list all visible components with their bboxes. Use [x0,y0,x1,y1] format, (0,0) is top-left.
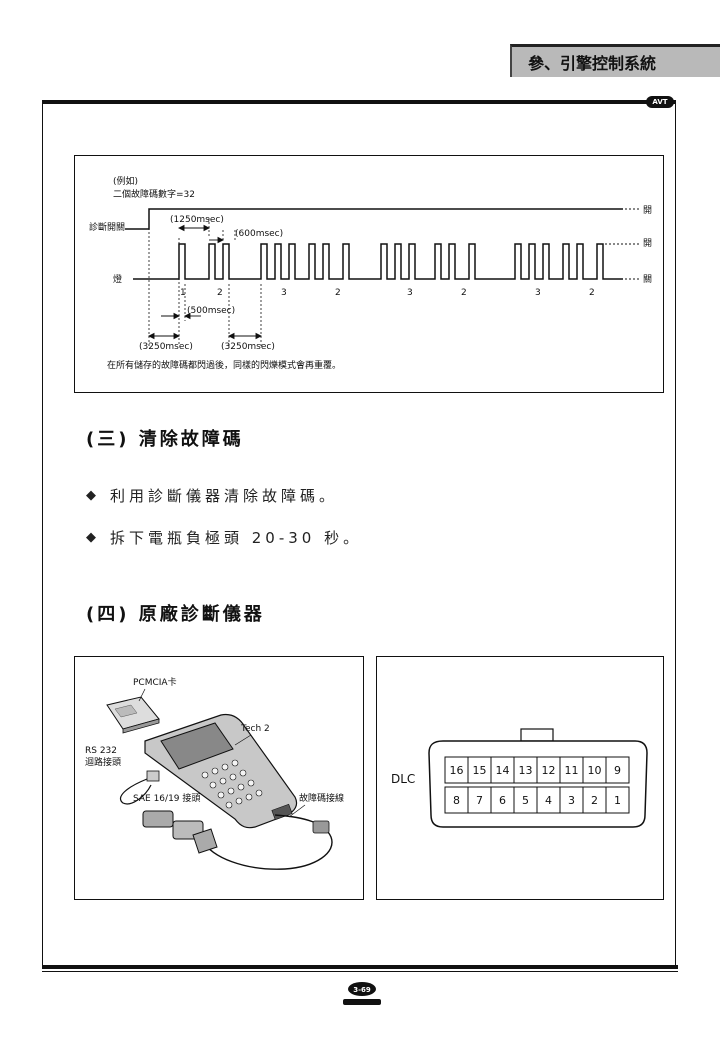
t3250b-label: (3250msec) [221,342,275,352]
tech2-scanner-icon [144,713,298,829]
pcmcia-card-icon [106,696,160,734]
dlc-pin-13: 13 [519,764,533,777]
code-count-label: 二個故障碼數字=32 [113,188,195,200]
lamp-label: 燈 [113,273,122,285]
bottom-rule [42,965,678,969]
chapter-header-tab: 參、引擎控制系統 [510,44,720,77]
tech2-svg: PCMCIA卡 Tech 2 RS 232 迴路接頭 [85,676,344,870]
dlc-housing [428,740,648,828]
dlc-pin-4: 4 [545,794,552,807]
top-rule [42,100,676,104]
digit-3: 3 [281,288,287,298]
timing-dimensions [147,224,263,340]
bottom-rule-thin [42,971,678,972]
t500-label: (500msec) [187,306,235,316]
rs232-loopback-icon [119,770,160,805]
dlc-pin-16: 16 [450,764,464,777]
t1250-label: (1250msec) [170,215,224,225]
example-label: (例如) [113,175,138,187]
dlc-pin-1: 1 [614,794,621,807]
bullet-text-2: 拆下電瓶負極頭 20-30 秒。 [110,529,363,547]
dlc-key-tab [520,728,554,742]
rs232-sub-label: 迴路接頭 [85,756,121,768]
rs232-label: RS 232 [85,746,117,756]
dlc-pin-7: 7 [476,794,483,807]
dlc-pin-11: 11 [565,764,579,777]
pcmcia-label: PCMCIA卡 [133,676,177,688]
publisher-logo [343,999,381,1005]
lamp-waveform [133,243,623,280]
bullet-text-1: 利用診斷儀器清除故障碼。 [110,487,339,505]
dlc-pin-8: 8 [453,794,460,807]
lamp-close-label: 關 [643,274,652,285]
digit-7: 3 [535,288,541,298]
dlc-pin-14: 14 [496,764,510,777]
switch-open-label: 開 [643,205,652,216]
chapter-title: 參、引擎控制系統 [528,54,657,73]
dlc-pin-9: 9 [614,764,621,777]
digit-4: 2 [335,288,341,298]
dlc-pin-10: 10 [588,764,602,777]
section-4-title: (四) 原廠診斷儀器 [86,604,265,625]
digit-8: 2 [589,288,595,298]
header-badge: AVT [646,96,674,108]
repeat-caption: 在所有儲存的故障碼都閃過後，同樣的閃爍模式會再重覆。 [107,359,341,371]
dlc-svg: DLC 16 15 14 13 12 11 10 9 [391,728,648,828]
dlc-pin-12: 12 [542,764,556,777]
flash-digits: 1 2 3 2 3 2 3 2 [180,288,595,298]
diamond-bullet-icon: ◆ [86,488,96,503]
sae-label: SAE 16/19 接頭 [133,792,200,804]
section-3-title: (三) 清除故障碼 [86,429,244,450]
dlc-label: DLC [391,772,415,786]
flash-code-diagram: (例如) 二個故障碼數字=32 診斷開關 燈 開 開 關 [74,155,664,393]
dlc-cable-label: 故障碼接線 [299,792,344,804]
switch-waveform [125,208,623,230]
digit-5: 3 [407,288,413,298]
diamond-bullet-icon: ◆ [86,530,96,545]
dlc-top-pins: 16 15 14 13 12 11 10 9 [444,756,630,784]
sae-adapter-icon [142,810,333,870]
page-number-badge: 3-69 [343,982,381,1005]
flash-code-timing-svg: (例如) 二個故障碼數字=32 診斷開關 燈 開 開 關 [89,175,652,371]
page-frame [42,104,676,966]
lamp-open-label: 開 [643,238,652,249]
digit-6: 2 [461,288,467,298]
t3250a-label: (3250msec) [139,342,193,352]
dlc-pin-3: 3 [568,794,575,807]
dlc-pin-6: 6 [499,794,506,807]
page-number: 3-69 [353,986,371,994]
tech2-illustration: PCMCIA卡 Tech 2 RS 232 迴路接頭 [74,656,364,900]
dlc-pin-2: 2 [591,794,598,807]
dlc-connector-diagram: DLC 16 15 14 13 12 11 10 9 [376,656,664,900]
bullet-item-1: ◆ 利用診斷儀器清除故障碼。 [86,485,338,506]
diag-switch-label: 診斷開關 [89,221,125,233]
digit-1: 1 [180,288,186,298]
t600-label: (600msec) [235,229,283,239]
dlc-pin-5: 5 [522,794,529,807]
dlc-pin-15: 15 [473,764,487,777]
digit-2: 2 [217,288,223,298]
tech2-label: Tech 2 [240,724,270,734]
bullet-item-2: ◆ 拆下電瓶負極頭 20-30 秒。 [86,527,362,548]
dlc-bottom-pins: 8 7 6 5 4 3 2 1 [444,786,630,814]
